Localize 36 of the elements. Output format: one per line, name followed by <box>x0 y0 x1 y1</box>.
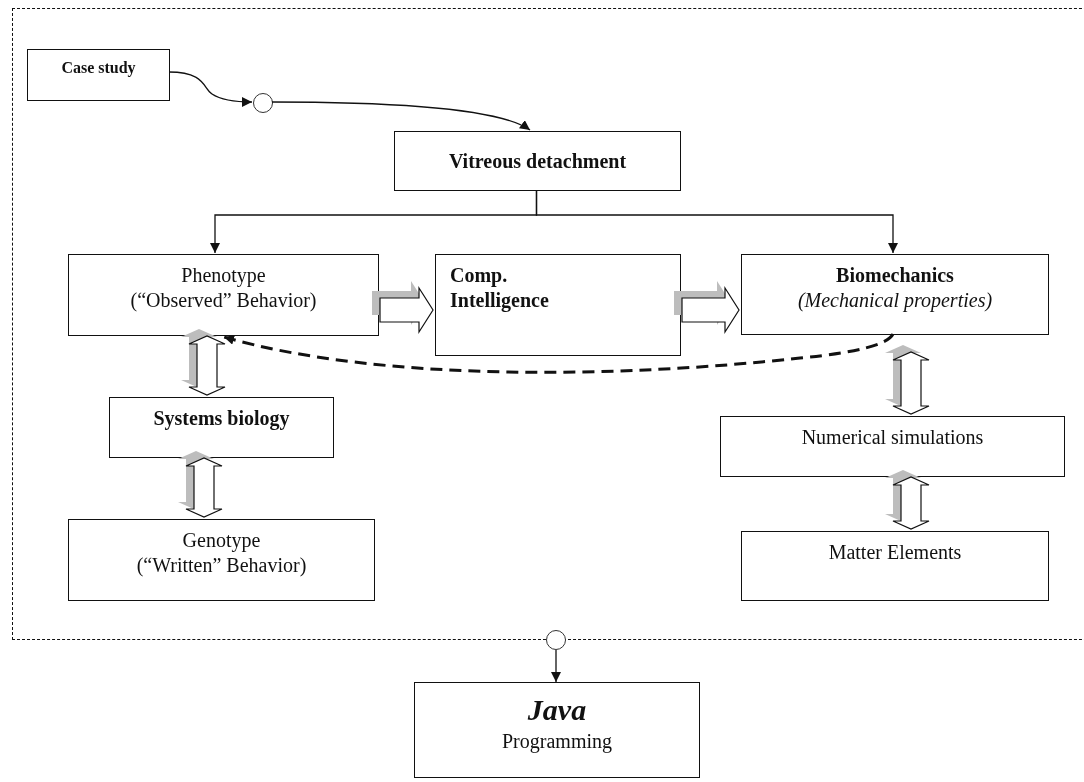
block-arrow <box>885 345 930 415</box>
box-title: Phenotype <box>181 263 266 288</box>
box-title: Vitreous detachment <box>448 148 627 174</box>
box-title: Genotype <box>182 528 261 553</box>
process-box <box>68 254 379 336</box>
box-subtitle: Programming <box>502 728 612 754</box>
dashed-frame <box>12 8 1084 640</box>
connector-circle <box>253 93 273 113</box>
block-arrow <box>181 329 226 396</box>
process-box <box>720 416 1065 477</box>
process-box <box>414 682 700 778</box>
box-title: Matter Elements <box>828 540 962 565</box>
process-box <box>27 49 170 101</box>
process-box <box>68 519 375 601</box>
block-arrow <box>674 281 740 335</box>
arrow <box>551 649 561 683</box>
block-arrow <box>178 451 223 518</box>
process-box <box>741 254 1049 335</box>
box-title: Case study <box>61 58 136 78</box>
connector-circle <box>546 630 566 650</box>
process-box <box>394 131 681 191</box>
box-subtitle: (“Written” Behavior) <box>136 553 307 578</box>
arrow <box>168 71 253 107</box>
box-title: Java <box>527 692 587 728</box>
process-box <box>109 397 334 458</box>
box-title: Numerical simulations <box>801 425 984 450</box>
block-arrow <box>372 281 434 335</box>
box-title: Comp. Intelligence <box>450 263 550 313</box>
box-title: Biomechanics <box>836 263 954 288</box>
box-subtitle: (Mechanical properties) <box>797 288 993 313</box>
process-box <box>435 254 681 356</box>
process-box <box>741 531 1049 601</box>
box-subtitle: (“Observed” Behavior) <box>130 288 317 313</box>
arrow <box>535 189 898 254</box>
box-title: Systems biology <box>153 406 290 431</box>
arrow <box>271 101 531 131</box>
